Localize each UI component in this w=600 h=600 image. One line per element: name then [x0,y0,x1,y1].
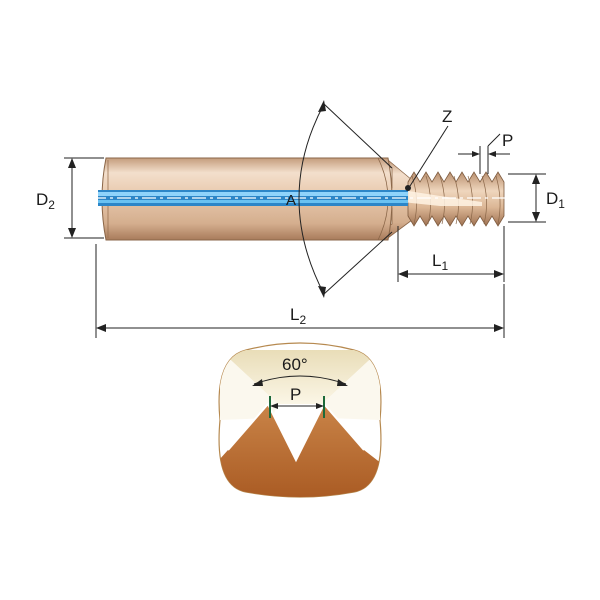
d2-label: D2 [36,190,55,212]
coolant-channel [92,190,510,206]
dim-z: Z [405,107,452,191]
dim-d2: D2 [36,157,104,239]
a-label: A [286,192,296,209]
z-label: Z [442,107,452,126]
dim-p-top: P [458,131,513,174]
dim-d1: D1 [508,173,565,223]
dim-angle-a: A [286,100,393,298]
l2-label: L2 [290,305,306,327]
inset-cone [220,350,380,404]
inset-p-label: P [290,385,301,404]
d1-label: D1 [546,189,565,211]
p-top-label: P [502,131,513,150]
l1-label: L1 [432,251,448,273]
inset-angle-label: 60° [282,355,308,374]
dim-l2: L2 [95,244,505,338]
dim-l1: L1 [397,226,505,282]
inset-thread-profile [219,404,381,497]
thread-profile-inset: P 60° [218,342,382,498]
